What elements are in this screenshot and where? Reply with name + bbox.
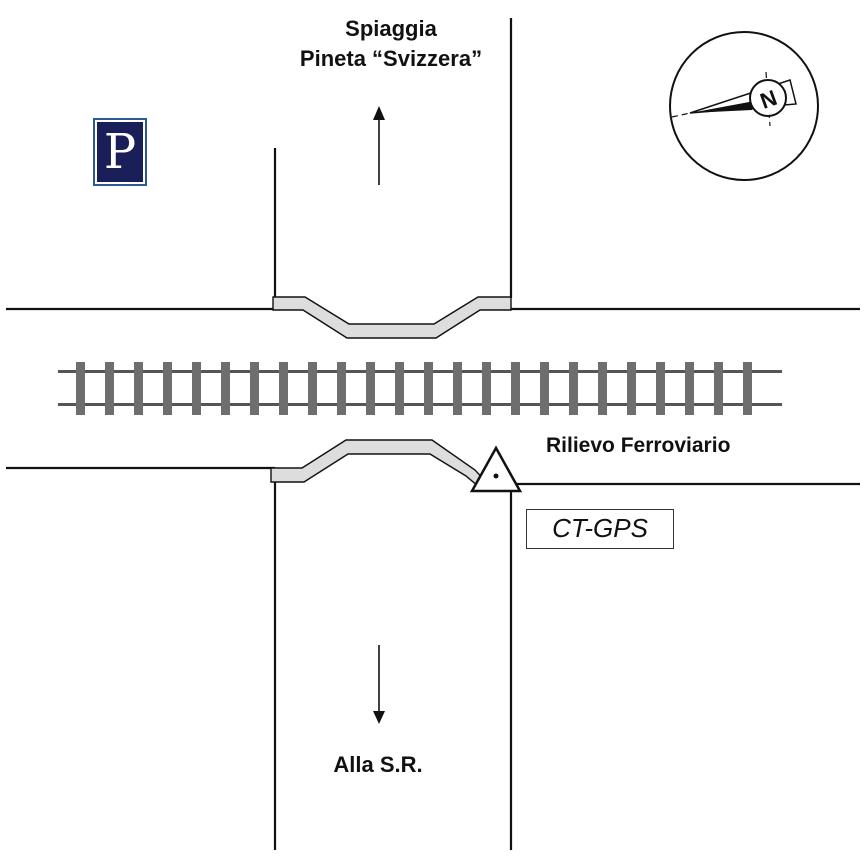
rail-sleeper (627, 362, 636, 415)
rail-sleeper (453, 362, 462, 415)
destination-north-line1: Spiaggia (345, 16, 437, 41)
arrow-up-icon (373, 106, 385, 185)
rail-sleeper (163, 362, 172, 415)
crossing-platform-north (272, 296, 512, 339)
rail-sleeper (76, 362, 85, 415)
rail-sleeper (250, 362, 259, 415)
rail-sleeper (540, 362, 549, 415)
rail-sleeper (134, 362, 143, 415)
destination-south-label: Alla S.R. (333, 752, 423, 777)
rail-sleeper (569, 362, 578, 415)
destination-north-line2: Pineta “Svizzera” (299, 46, 483, 71)
rail-sleeper (308, 362, 317, 415)
rail-sleeper (424, 362, 433, 415)
rail-sleeper (395, 362, 404, 415)
crossing-platform-south (270, 439, 492, 487)
road-lines (6, 18, 860, 850)
rail-sleeper (279, 362, 288, 415)
station-code-box: CT-GPS (526, 509, 674, 549)
rail-sleeper (598, 362, 607, 415)
gps-station-triangle-icon (469, 445, 523, 493)
railway-survey-label: Rilievo Ferroviario (546, 434, 731, 457)
destination-north-label: Spiaggia Pineta “Svizzera” (226, 14, 556, 74)
rail-sleeper (192, 362, 201, 415)
railway-track (58, 362, 782, 415)
rail-sleeper (366, 362, 375, 415)
rail-sleeper (105, 362, 114, 415)
rail-sleeper (685, 362, 694, 415)
compass-icon: N (669, 31, 819, 181)
arrow-down-icon (373, 645, 385, 724)
rail-sleeper (743, 362, 752, 415)
rail-sleeper (656, 362, 665, 415)
rail-sleeper (482, 362, 491, 415)
rail-sleeper (714, 362, 723, 415)
rail-sleeper (221, 362, 230, 415)
rail-sleeper (511, 362, 520, 415)
rail-sleeper (337, 362, 346, 415)
parking-sign-icon: P (93, 118, 147, 186)
